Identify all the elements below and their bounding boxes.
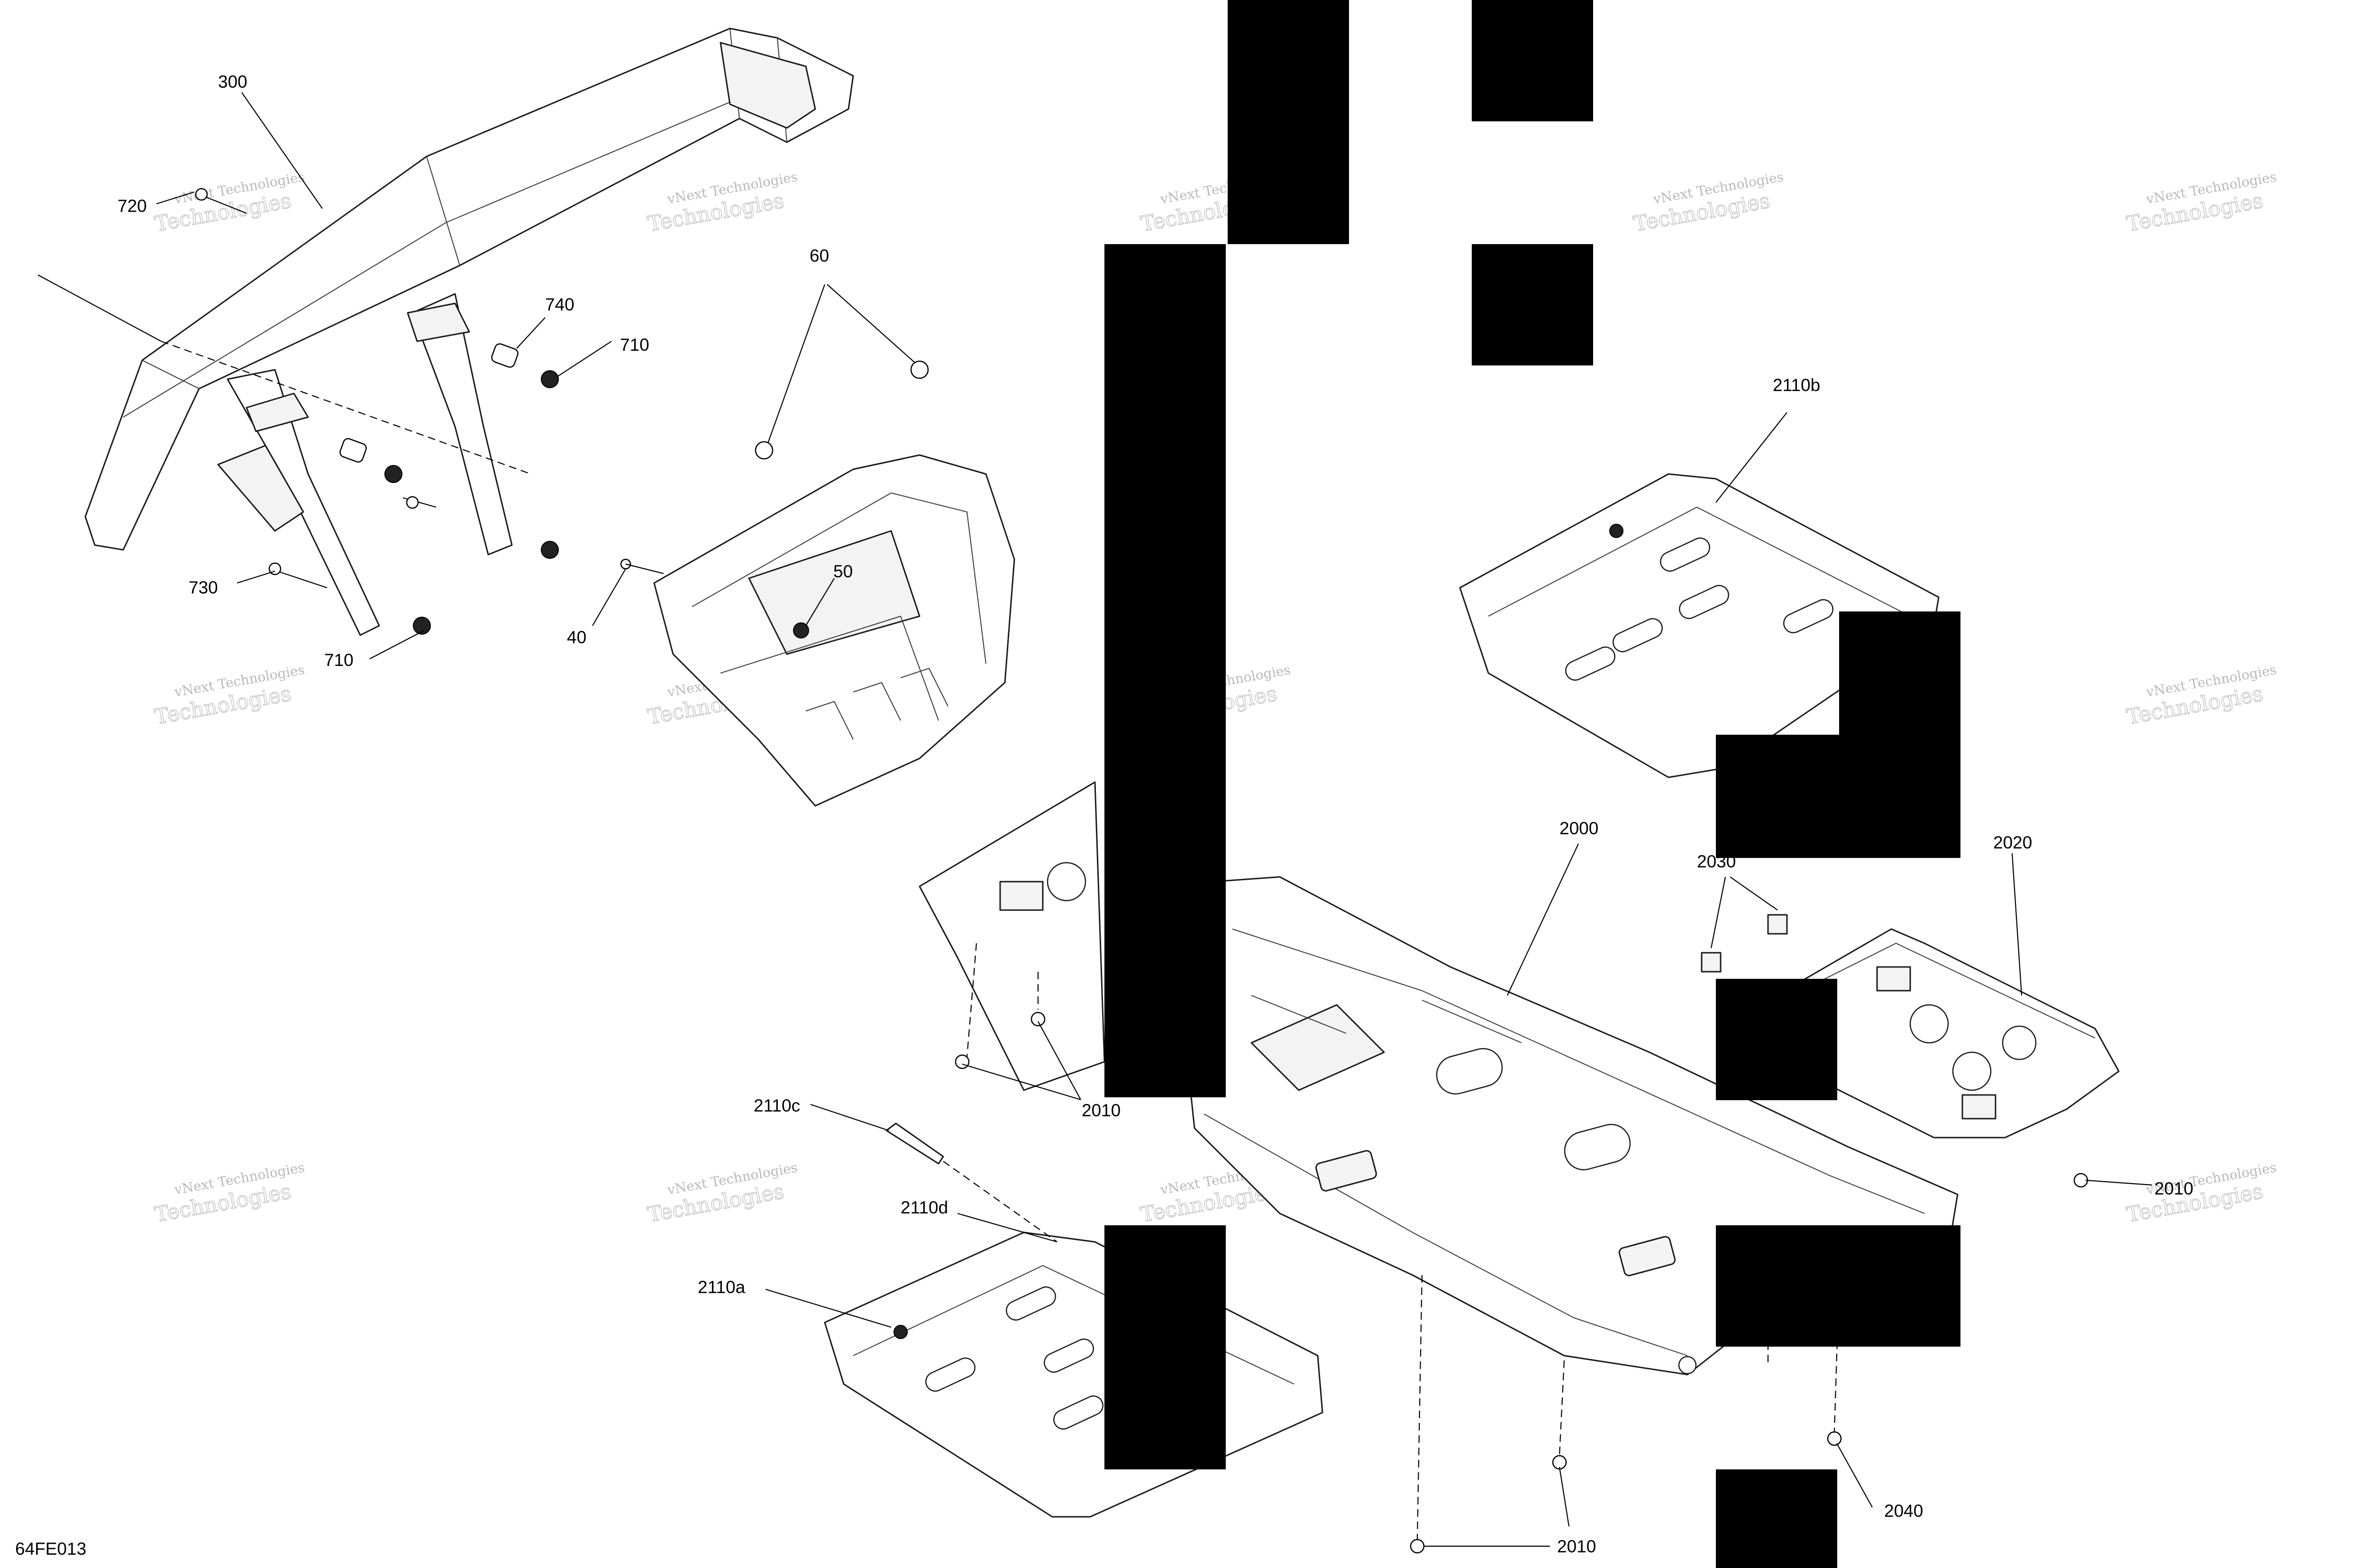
callout-2110d: 2110d bbox=[901, 1198, 948, 1217]
redaction-block bbox=[1228, 0, 1349, 244]
skid-plate-part-2110a bbox=[824, 1231, 1323, 1518]
skid-plate-part-2020 bbox=[1800, 928, 2152, 1188]
front-bumper-part-300 bbox=[84, 27, 854, 636]
redaction-block bbox=[1472, 244, 1593, 365]
front-fascia-part-50 bbox=[653, 454, 1015, 807]
callout-labels: 300 720 740 710 710 730 60 50 40 2110b 2… bbox=[15, 72, 2193, 1559]
callout-300: 300 bbox=[218, 72, 247, 91]
redaction-blocks bbox=[1104, 0, 1960, 1568]
callout-710-lower: 710 bbox=[324, 650, 354, 670]
callout-2010-bottom: 2010 bbox=[1557, 1537, 1596, 1556]
callout-2010-left: 2010 bbox=[1082, 1101, 1121, 1120]
callout-2040: 2040 bbox=[1884, 1501, 1923, 1521]
screw-40 bbox=[592, 558, 664, 626]
callout-2110a: 2110a bbox=[698, 1277, 746, 1297]
callout-720: 720 bbox=[118, 196, 147, 216]
skid-plate-part-2110b bbox=[1459, 473, 1940, 778]
callout-40: 40 bbox=[567, 628, 586, 647]
callout-50: 50 bbox=[833, 562, 853, 581]
fastener-60 bbox=[755, 284, 929, 460]
callout-710-upper: 710 bbox=[620, 335, 649, 355]
callout-730: 730 bbox=[189, 578, 218, 597]
callout-2110c: 2110c bbox=[754, 1096, 800, 1115]
redaction-block bbox=[1716, 1225, 1960, 1347]
redaction-block bbox=[1104, 1225, 1226, 1469]
redaction-block bbox=[1104, 244, 1226, 1097]
skid-plate-left bbox=[919, 781, 1105, 1091]
bumper-hardware bbox=[37, 188, 559, 635]
redaction-block bbox=[1716, 735, 1839, 858]
callout-60: 60 bbox=[810, 246, 829, 265]
redaction-block bbox=[1472, 0, 1593, 121]
redaction-block bbox=[1716, 1469, 1837, 1568]
callout-2110b: 2110b bbox=[1773, 375, 1820, 395]
callout-2010-right: 2010 bbox=[2154, 1179, 2193, 1198]
diagram-id: 64FE013 bbox=[15, 1539, 86, 1559]
bolt-2110c bbox=[885, 1122, 1057, 1242]
clip-2030 bbox=[1701, 876, 1788, 973]
redaction-block bbox=[1716, 979, 1837, 1100]
callout-leaders bbox=[156, 92, 2023, 1547]
callout-2000: 2000 bbox=[1559, 819, 1598, 838]
callout-2020: 2020 bbox=[1993, 833, 2032, 852]
redaction-block bbox=[1839, 611, 1960, 858]
callout-740: 740 bbox=[545, 295, 574, 314]
